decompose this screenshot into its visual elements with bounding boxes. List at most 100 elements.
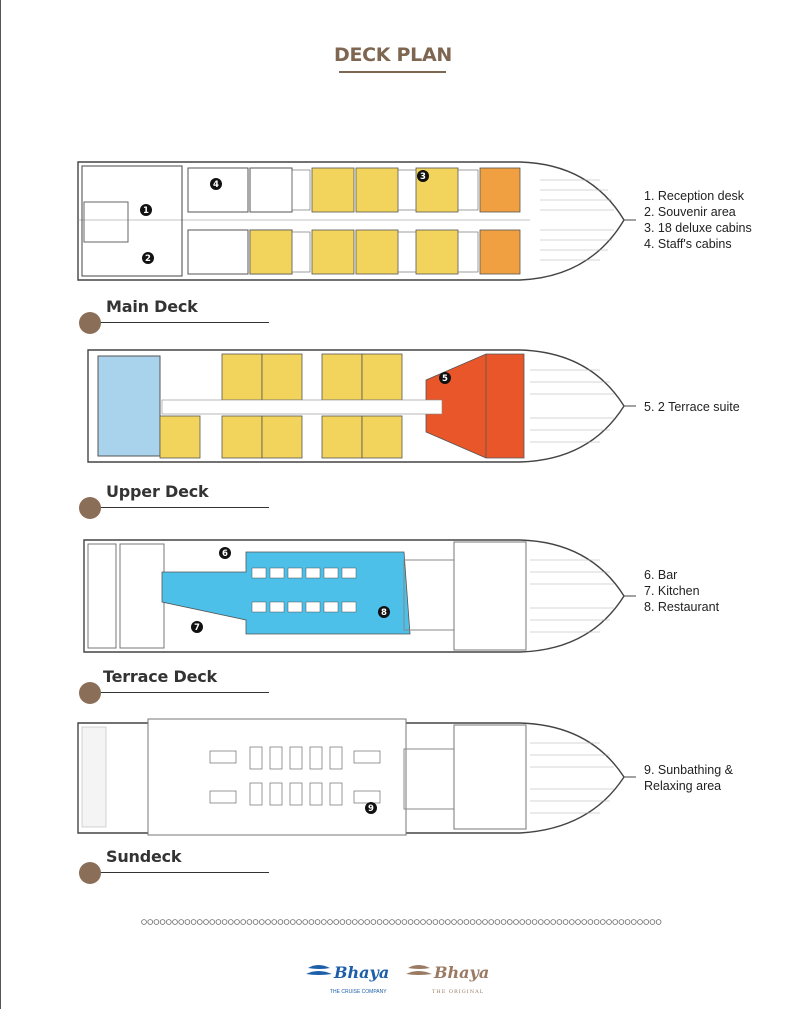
divider-ring bbox=[178, 919, 184, 925]
divider-ring bbox=[184, 919, 191, 925]
divider-ring bbox=[290, 919, 296, 925]
divider-ring bbox=[537, 919, 544, 925]
divider-ring bbox=[649, 919, 656, 925]
divider-ring bbox=[643, 919, 650, 925]
divider-ring bbox=[352, 919, 358, 925]
divider-ring bbox=[568, 919, 575, 925]
deck-name-underline bbox=[92, 872, 269, 873]
divider-ring bbox=[308, 919, 315, 925]
marker-4: 4 bbox=[213, 180, 219, 190]
main-deck-legend: 1. Reception desk 2. Souvenir area 3. 18… bbox=[644, 188, 752, 252]
divider-ring bbox=[500, 919, 507, 925]
main-deck-section: 1 2 3 4 1. Reception desk 2. Souvenir ar… bbox=[0, 150, 800, 334]
divider-ring bbox=[469, 919, 476, 925]
deck-name-underline bbox=[92, 692, 269, 693]
divider-ring bbox=[271, 919, 278, 925]
deck-bullet bbox=[79, 682, 101, 704]
divider-ring bbox=[432, 919, 439, 925]
divider-ring bbox=[327, 919, 333, 925]
deck-name: Main Deck bbox=[106, 297, 198, 316]
divider-ring bbox=[444, 919, 451, 925]
divider-ring bbox=[190, 919, 197, 925]
marker-8: 8 bbox=[381, 608, 387, 618]
divider-ring bbox=[513, 919, 519, 925]
divider-ring bbox=[612, 919, 619, 925]
divider-ring bbox=[389, 919, 395, 925]
divider-ring bbox=[283, 919, 290, 925]
divider-ring bbox=[252, 919, 259, 925]
divider-ring bbox=[345, 919, 352, 925]
brand-logos: Bhaya THE CRUISE COMPANY Bhaya THE ORIGI… bbox=[306, 963, 489, 995]
divider-ring bbox=[599, 919, 606, 925]
divider-ring bbox=[562, 919, 569, 925]
legend-item: 7. Kitchen bbox=[644, 584, 700, 598]
divider-ring bbox=[525, 919, 532, 925]
divider-ring bbox=[172, 919, 178, 925]
page-left-rule bbox=[0, 0, 1, 1009]
divider-ring bbox=[519, 919, 526, 925]
legend-item: 3. 18 deluxe cabins bbox=[644, 221, 752, 235]
divider-ring bbox=[575, 919, 581, 925]
upper-deck-section: 5 5. 2 Terrace suite Upper Deck bbox=[0, 340, 800, 520]
deck-name: Upper Deck bbox=[106, 482, 209, 501]
terrace-deck-plan: 6 7 8 bbox=[83, 539, 636, 653]
divider-ring bbox=[358, 919, 364, 925]
divider-ring bbox=[618, 919, 625, 925]
divider-ring bbox=[296, 919, 302, 925]
divider-ring bbox=[339, 919, 346, 925]
main-deck-plan: 1 2 3 4 bbox=[77, 161, 636, 281]
divider-ring bbox=[209, 919, 215, 925]
deck-bullet bbox=[79, 862, 101, 884]
brand-primary-tagline: THE CRUISE COMPANY bbox=[330, 989, 387, 995]
divider-ring bbox=[413, 919, 420, 925]
divider-ring bbox=[407, 919, 414, 925]
brand-secondary-tagline: THE ORIGINAL bbox=[432, 989, 484, 995]
deck-bullet bbox=[79, 497, 101, 519]
divider-ring bbox=[141, 919, 147, 925]
legend-item: 9. Sunbathing & bbox=[644, 763, 733, 777]
divider-ring bbox=[426, 919, 433, 925]
marker-1: 1 bbox=[143, 206, 149, 216]
upper-deck-legend: 5. 2 Terrace suite bbox=[644, 399, 740, 415]
upper-deck-plan: 5 bbox=[87, 349, 636, 463]
divider-ring bbox=[376, 919, 383, 925]
divider-ring bbox=[370, 919, 377, 925]
deck-name: Sundeck bbox=[106, 847, 182, 866]
terrace-deck-section: 6 7 8 6. Bar 7. Kitchen 8. Restaurant Te… bbox=[0, 530, 800, 710]
divider-ring bbox=[314, 919, 321, 925]
divider-ring bbox=[488, 919, 495, 925]
divider-ring bbox=[624, 919, 631, 925]
divider-ring bbox=[364, 919, 371, 925]
divider-ring bbox=[395, 919, 402, 925]
bhaya-original-logo: Bhaya THE ORIGINAL bbox=[406, 963, 489, 995]
page-title: DECK PLAN bbox=[334, 44, 452, 66]
legend-item: 5. 2 Terrace suite bbox=[644, 400, 740, 414]
divider-ring bbox=[606, 919, 612, 925]
divider-ring bbox=[401, 919, 408, 925]
divider-ring bbox=[438, 919, 445, 925]
divider-ring bbox=[457, 919, 464, 925]
divider-ring bbox=[494, 919, 501, 925]
divider-ring bbox=[550, 919, 557, 925]
deck-bullet bbox=[79, 312, 101, 334]
divider-ring bbox=[234, 919, 240, 925]
divider-ring bbox=[240, 919, 246, 925]
deck-name-underline bbox=[92, 322, 269, 323]
brand-secondary-name: Bhaya bbox=[433, 963, 489, 982]
deck-name-underline bbox=[92, 507, 269, 508]
deck-name: Terrace Deck bbox=[103, 667, 217, 686]
marker-7: 7 bbox=[194, 623, 200, 633]
divider-ring bbox=[637, 919, 643, 925]
legend-item: 4. Staff's cabins bbox=[644, 237, 732, 251]
divider-ring bbox=[531, 919, 538, 925]
divider-ring bbox=[203, 919, 209, 925]
divider-ring bbox=[153, 919, 160, 925]
divider-ring bbox=[655, 919, 662, 925]
divider-ring bbox=[463, 919, 470, 925]
legend-item: 6. Bar bbox=[644, 568, 678, 582]
divider-ring bbox=[383, 919, 389, 925]
divider-ring bbox=[581, 919, 588, 925]
marker-2: 2 bbox=[145, 254, 151, 264]
divider-ring bbox=[277, 919, 284, 925]
divider-ring bbox=[221, 919, 228, 925]
